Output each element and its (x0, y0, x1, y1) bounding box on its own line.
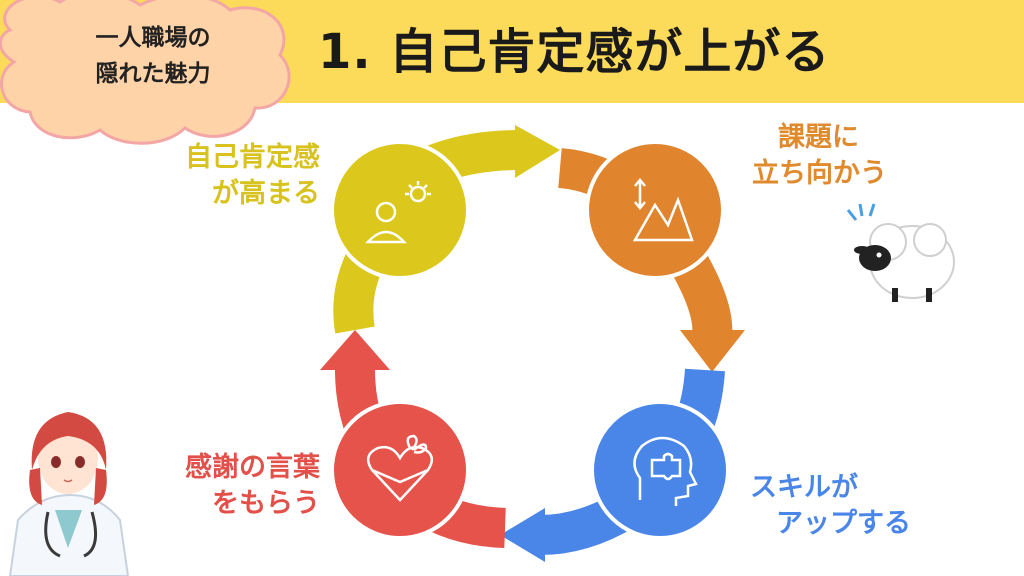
badge-line-1: 一人職場の (95, 25, 211, 51)
cloud-badge-text: 一人職場の 隠れた魅力 (48, 20, 258, 92)
stage-circle-challenge (585, 140, 725, 280)
stage-label-line-1: 自己肯定感 (185, 142, 320, 173)
stage-label-line-2: が高まる (212, 178, 320, 209)
stage-circle-confidence (330, 140, 470, 280)
stage-circle-thanks (330, 400, 470, 540)
stage-circle-skill (590, 400, 730, 540)
badge-line-2: 隠れた魅力 (95, 61, 211, 87)
stage-label-challenge: 課題に 立ち向かう (752, 120, 952, 192)
heart-gift-icon (366, 434, 434, 502)
slide-title: 1. 自己肯定感が上がる (318, 24, 831, 80)
stage-label-line-1: スキルが (750, 472, 858, 503)
nurse-mascot-icon (8, 412, 130, 576)
cloud-badge (0, 0, 291, 145)
person-sun-icon (365, 181, 431, 244)
stage-label-line-1: 感謝の言葉 (185, 452, 320, 483)
stage-label-thanks: 感謝の言葉 をもらう (150, 450, 320, 522)
sheep-mascot-icon (846, 203, 955, 302)
stage-label-line-1: 課題に (778, 122, 859, 153)
stage-label-skill: スキルが アップする (750, 470, 970, 542)
stage-label-line-2: をもらう (212, 488, 320, 519)
mountain-icon (632, 178, 694, 242)
head-puzzle-icon (633, 436, 698, 506)
stage-label-line-2: 立ち向かう (752, 158, 887, 189)
stage-label-confidence: 自己肯定感 が高まる (150, 140, 320, 212)
stage-label-line-2: アップする (776, 508, 911, 539)
